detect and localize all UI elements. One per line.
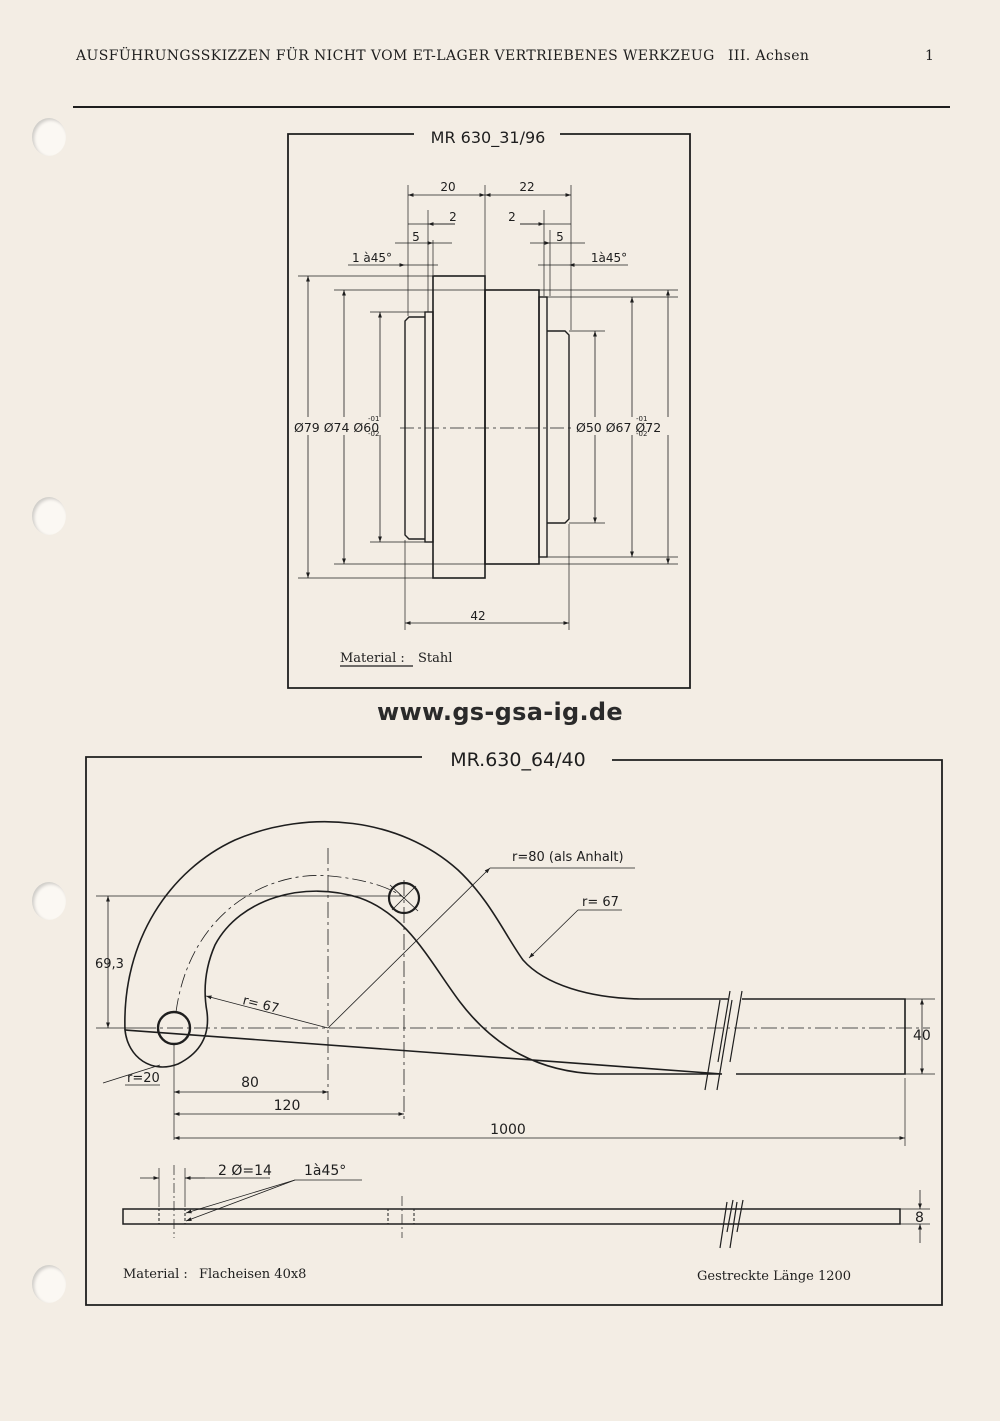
page-number: 1 [925, 48, 935, 64]
dim-2-left: 2 [449, 210, 457, 224]
dim-5-left: 5 [412, 230, 420, 244]
dim-chamfer: 1à45° [304, 1163, 346, 1179]
leader-r67-inner [205, 995, 329, 1029]
drawing2 [85, 756, 943, 1306]
dim-22: 22 [519, 180, 534, 194]
tol-left-lower: -02 [368, 430, 379, 438]
dim-8: 8 [915, 1210, 924, 1226]
part-collar [432, 275, 486, 579]
dim-1000: 1000 [490, 1122, 526, 1138]
binder-hole-3 [32, 882, 66, 920]
side-view-bar [122, 1208, 901, 1225]
header-section: III. Achsen [728, 48, 810, 64]
leader-r20 [102, 1064, 161, 1084]
dim-42: 42 [470, 609, 485, 623]
dim-chamfer-right: 1à45° [591, 251, 627, 265]
drawing2-length-note: Gestreckte Länge 1200 [697, 1269, 851, 1284]
drawing1-frame [287, 133, 691, 689]
dim-r20: r=20 [127, 1071, 160, 1086]
dim-120: 120 [274, 1098, 301, 1114]
dim-r80: r=80 (als Anhalt) [512, 850, 624, 865]
part-body [484, 289, 540, 565]
arc-centerline [175, 875, 405, 1013]
break-mark-1 [704, 990, 743, 1091]
side-view-hole-1 [158, 1208, 186, 1225]
drawing2-material-value: Flacheisen 40x8 [199, 1267, 306, 1282]
dim-69-3: 69,3 [95, 957, 124, 972]
binder-hole-2 [32, 497, 66, 535]
part-right-shoulder [538, 296, 548, 558]
tol-left-upper: -01 [368, 415, 379, 423]
leader-r80 [327, 867, 491, 1029]
leader-chamfer [185, 1179, 296, 1214]
dim-left-diameters: Ø79 Ø74 Ø60 [294, 420, 379, 435]
part-right-journal [547, 330, 570, 524]
dim-holes: 2 Ø=14 [218, 1163, 272, 1179]
tol-right-lower: -02 [636, 430, 647, 438]
drawing2-labels: MR.630_64/40 r=80 (als Anhalt) r= 67 r= … [95, 749, 931, 1284]
drawing2-title: MR.630_64/40 [450, 749, 585, 771]
side-view-hole-2 [387, 1208, 415, 1225]
drawing1-title: MR 630_31/96 [431, 128, 546, 148]
tol-right-upper: -01 [636, 415, 647, 423]
dim-chamfer-left: 1 à45° [352, 251, 392, 265]
website-url: www.gs-gsa-ig.de [377, 698, 623, 726]
leader-r67-outer [528, 909, 579, 959]
drawing2-frame [85, 756, 943, 1306]
hook-outline [124, 820, 906, 1075]
dim-20: 20 [440, 180, 455, 194]
header-title: AUSFÜHRUNGSSKIZZEN FÜR NICHT VOM ET-LAGE… [76, 48, 715, 64]
break-mark-2 [719, 1199, 744, 1249]
drawing1 [287, 133, 691, 689]
dim-80: 80 [241, 1075, 259, 1091]
binder-hole-4 [32, 1265, 66, 1303]
dim-5-right: 5 [556, 230, 564, 244]
dim-40: 40 [913, 1028, 931, 1044]
drawing1-material-value: Stahl [418, 651, 452, 666]
dim-2-right: 2 [508, 210, 516, 224]
dim-r67-outer: r= 67 [582, 895, 619, 910]
dim-r67-inner: r= 67 [241, 993, 280, 1016]
drawing1-material-label: Material : [340, 651, 405, 666]
drawing2-material-label: Material : [123, 1267, 188, 1282]
part-left-shoulder [424, 311, 434, 543]
drawing1-labels: MR 630_31/96 20 22 2 2 5 5 1 à45° 1à45° … [292, 128, 686, 666]
dim-right-diameters: Ø50 Ø67 Ø72 [576, 420, 661, 435]
binder-hole-1 [32, 118, 66, 156]
